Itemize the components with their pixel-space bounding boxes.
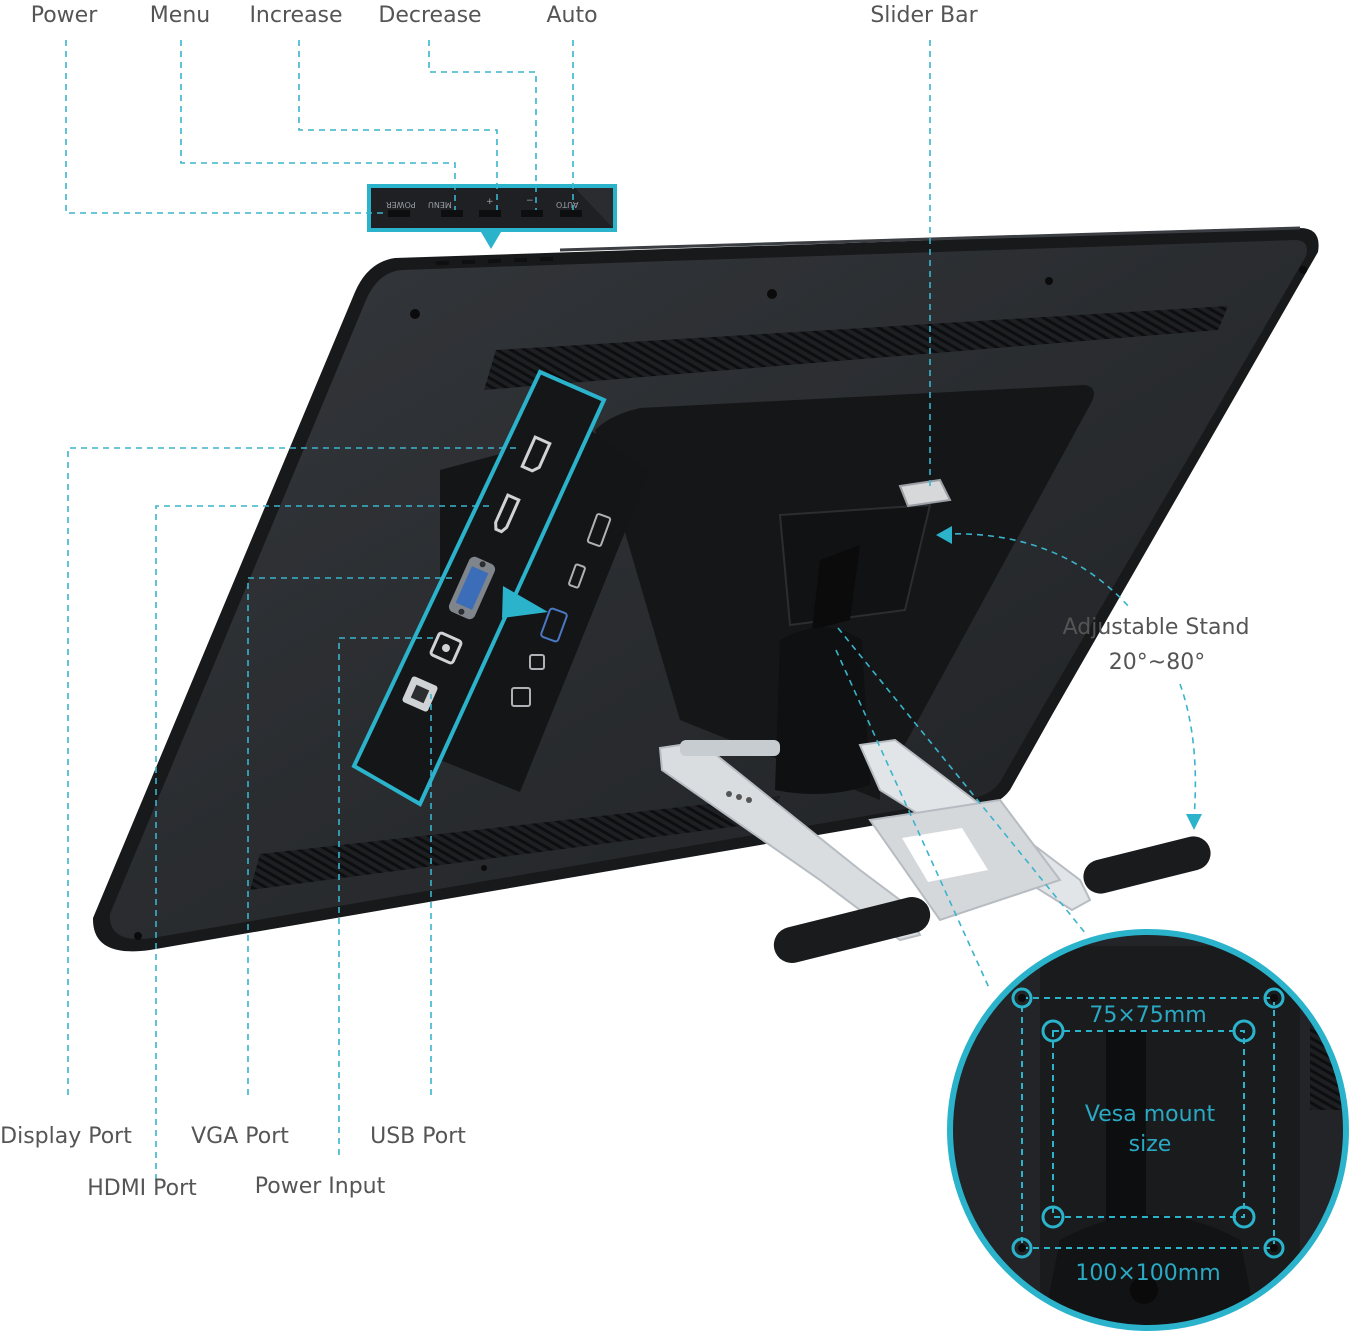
- strip-label-menu: MENU: [428, 200, 452, 209]
- label-increase: Increase: [249, 3, 343, 28]
- rear-port-icons: [511, 513, 612, 707]
- label-vesa-75: 75×75mm: [1089, 1003, 1207, 1028]
- stand-leg-left: [658, 740, 922, 942]
- leader-lines: [65, 40, 1197, 1180]
- top-edge-buttons: [435, 256, 554, 266]
- hdmi-port-icon: [494, 493, 521, 534]
- label-vga-port: VGA Port: [191, 1124, 289, 1149]
- label-decrease: Decrease: [378, 3, 482, 28]
- label-vesa-caption-1: Vesa mount: [1084, 1102, 1216, 1127]
- strip-label-plus: +: [486, 197, 494, 207]
- usb-port-icon: [402, 676, 438, 712]
- arrow-right-icon: [502, 586, 548, 618]
- display-port-icon: [520, 435, 552, 473]
- label-slider-bar: Slider Bar: [870, 3, 978, 28]
- vent-top: [484, 306, 1228, 390]
- vga-port-icon: [448, 556, 496, 620]
- port-panel-icons: [402, 435, 552, 712]
- label-power-input: Power Input: [254, 1174, 386, 1199]
- stand-hinge: [775, 627, 870, 794]
- label-stand-range: 20°~80°: [1108, 650, 1206, 675]
- label-adjustable-stand: Adjustable Stand: [1062, 615, 1250, 640]
- label-usb-port: USB Port: [370, 1124, 466, 1149]
- arrow-down-icon: [481, 232, 501, 249]
- label-hdmi-port: HDMI Port: [87, 1176, 197, 1201]
- label-power: Power: [30, 3, 98, 28]
- strip-label-auto: AUTO: [556, 200, 579, 209]
- vent-bottom: [250, 796, 780, 890]
- label-auto: Auto: [546, 3, 598, 28]
- stand-foot-right: [1083, 836, 1211, 894]
- label-menu: Menu: [149, 3, 211, 28]
- strip-label-minus: −: [526, 196, 534, 206]
- label-vesa-caption-2: size: [1128, 1132, 1172, 1157]
- strip-label-power: POWER: [386, 200, 416, 209]
- label-display-port: Display Port: [0, 1124, 132, 1149]
- power-input-icon: [429, 631, 463, 665]
- slider-bar: [898, 478, 952, 508]
- buttons-strip-callout: [367, 184, 617, 232]
- stand-foot-left: [773, 897, 931, 963]
- label-vesa-100: 100×100mm: [1075, 1261, 1221, 1286]
- vesa-zoom: [947, 929, 1349, 1331]
